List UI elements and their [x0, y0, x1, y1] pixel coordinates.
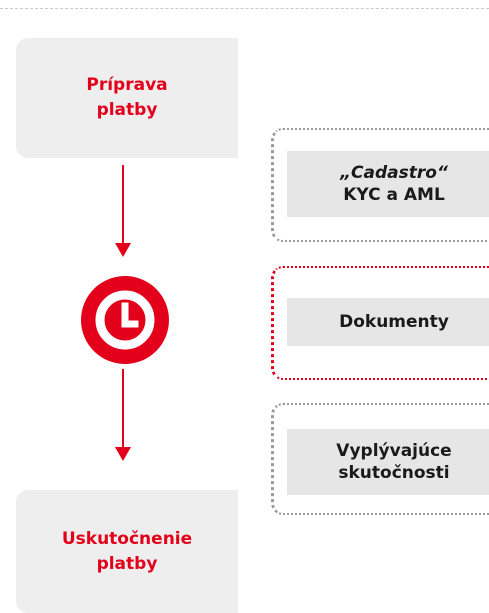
step-start-line-2: platby	[96, 100, 158, 120]
step-payment-preparation: Príprava platby	[16, 38, 238, 158]
flow-arrow-1-head	[115, 243, 131, 257]
step-payment-execution: Uskutočnenie platby	[16, 490, 238, 613]
step-end-line-2: platby	[96, 553, 158, 574]
check-documents-label: Dokumenty	[339, 312, 449, 332]
check-facts-line-1: Vyplývajúce	[336, 441, 452, 461]
check-kyc-aml-line-2: KYC a AML	[343, 185, 445, 205]
check-group-documents: Dokumenty	[271, 266, 489, 380]
flow-arrow-1-line	[122, 165, 124, 245]
flow-arrow-2	[115, 369, 131, 461]
check-box-documents: Dokumenty	[287, 298, 489, 346]
clock-icon	[81, 276, 169, 364]
check-group-facts: Vyplývajúce skutočnosti	[271, 403, 489, 515]
check-box-facts: Vyplývajúce skutočnosti	[287, 429, 489, 495]
top-divider	[0, 8, 489, 9]
flow-arrow-2-line	[122, 369, 124, 449]
check-kyc-aml-line-1: „Cadastro“	[340, 163, 448, 183]
step-end-line-1: Uskutočnenie	[61, 528, 193, 549]
step-start-line-1: Príprava	[86, 75, 168, 95]
flow-arrow-1	[115, 165, 131, 257]
step-payment-preparation-label: Príprava platby	[62, 73, 192, 123]
flow-arrow-2-head	[115, 447, 131, 461]
step-payment-execution-label: Uskutočnenie platby	[47, 527, 207, 577]
check-box-kyc-aml: „Cadastro“ KYC a AML	[287, 151, 489, 217]
check-facts-line-2: skutočnosti	[338, 463, 450, 483]
clock-icon-graphic	[81, 276, 169, 364]
check-group-kyc-aml: „Cadastro“ KYC a AML	[271, 128, 489, 242]
